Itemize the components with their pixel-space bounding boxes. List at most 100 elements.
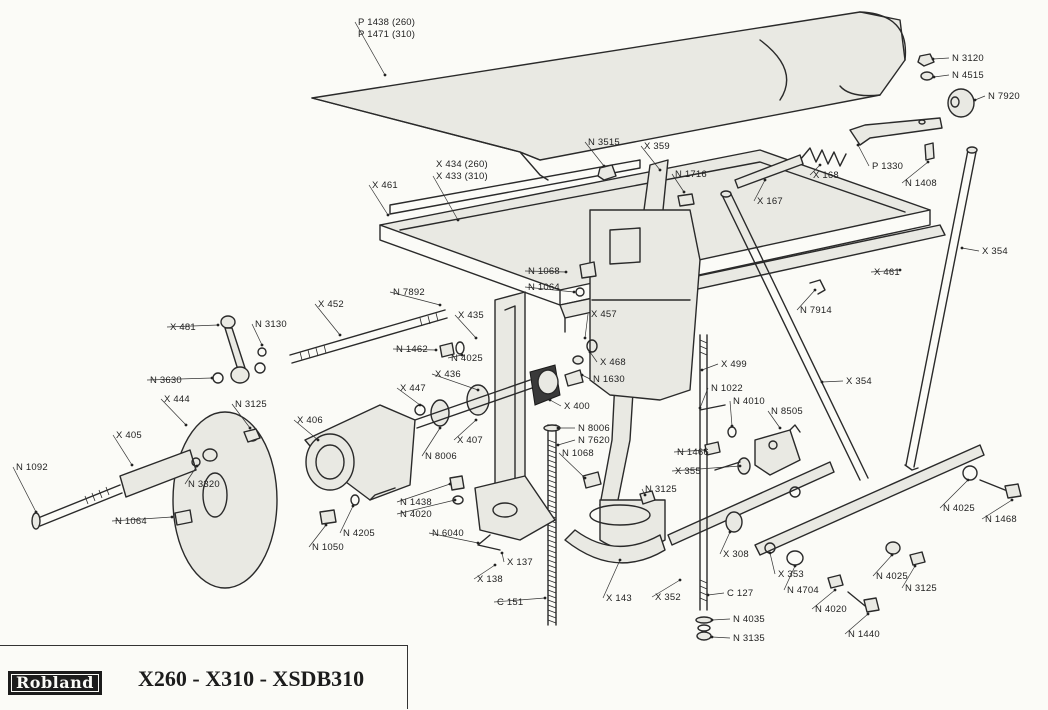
callout-leader-67 [901, 565, 916, 589]
callout-label-43: X 407 [457, 435, 483, 446]
handwheel [172, 411, 278, 589]
callout-leader-25 [584, 313, 589, 339]
callout-leader-75 [711, 636, 731, 639]
callout-label-12: X 434 (260) [436, 159, 488, 170]
callout-dot-36 [730, 424, 734, 428]
callout-label-36: N 4010 [733, 396, 765, 407]
callout-leader-28 [589, 351, 598, 363]
callout-dot-48 [583, 476, 587, 480]
callout-label-10: N 1408 [905, 178, 937, 189]
callout-label-42: X 406 [297, 415, 323, 426]
table-top-plate [311, 11, 907, 181]
callout-leader-15 [961, 247, 980, 252]
callout-leader-72 [493, 597, 546, 603]
callout-label-46: N 1466 [677, 447, 709, 458]
lead-screw [543, 424, 561, 626]
callout-leader-24 [454, 314, 477, 339]
callout-dot-69 [678, 578, 682, 582]
callout-leader-64 [872, 554, 893, 577]
callout-leader-74 [711, 618, 731, 621]
callout-dot-02 [931, 57, 935, 61]
callout-leader-62 [719, 531, 731, 555]
callout-dot-45 [556, 443, 560, 447]
callout-leader-59 [308, 524, 327, 548]
callout-label-71: N 4020 [815, 604, 847, 615]
callout-leader-63 [769, 552, 776, 575]
callout-label-67: N 3125 [905, 583, 937, 594]
callout-label-23: N 3130 [255, 319, 287, 330]
callout-leader-20 [314, 303, 341, 336]
callout-label-17: N 1064 [528, 282, 560, 293]
callout-dot-43 [474, 418, 478, 422]
callout-dot-34 [418, 403, 422, 407]
callout-label-66: N 4704 [787, 585, 819, 596]
callout-dot-74 [710, 618, 714, 622]
callout-label-51: N 3320 [188, 479, 220, 490]
callout-leader-68 [602, 559, 621, 599]
callout-leader-39 [549, 399, 562, 407]
callout-leader-05 [584, 141, 605, 167]
callout-leader-23 [251, 323, 263, 346]
callout-leader-27 [447, 354, 463, 359]
tension-block [754, 424, 801, 476]
callout-leader-37 [160, 398, 187, 426]
callout-leader-17 [524, 286, 575, 293]
callout-dot-58 [351, 504, 355, 508]
callout-leader-36 [729, 400, 733, 427]
callout-dot-19 [813, 288, 817, 292]
callout-dot-21 [438, 303, 442, 307]
callout-dot-49 [738, 464, 742, 468]
callout-label-18: X 461 [874, 267, 900, 278]
crank-handle [212, 315, 266, 384]
callout-leader-19 [796, 289, 816, 311]
callout-label-74: N 4035 [733, 614, 765, 625]
callout-dot-27 [460, 353, 464, 357]
callout-leader-54 [981, 499, 1013, 520]
callout-leader-03 [933, 74, 950, 78]
callout-leader-08 [857, 144, 870, 167]
vertical-stud [695, 334, 713, 641]
callout-dot-28 [588, 350, 592, 354]
callout-leader-09 [809, 164, 821, 176]
callout-label-31: X 436 [435, 369, 461, 380]
callout-label-07: N 1716 [675, 169, 707, 180]
callout-dot-11 [763, 178, 767, 182]
callout-leader-47 [421, 427, 441, 457]
callout-dot-47 [438, 426, 442, 430]
callout-dot-56 [453, 498, 457, 502]
callout-label-35: N 1022 [711, 383, 743, 394]
callout-leader-06 [640, 145, 661, 171]
callout-dot-55 [448, 482, 452, 486]
callout-leader-61 [501, 552, 505, 563]
callout-label-68: X 143 [606, 593, 632, 604]
callout-dot-26 [434, 348, 438, 352]
callout-leader-22 [166, 324, 219, 328]
callout-dot-68 [618, 558, 622, 562]
callout-dot-73 [866, 612, 870, 616]
callout-leader-30 [146, 377, 213, 381]
callout-label-33: X 354 [846, 376, 872, 387]
callout-leader-11 [753, 179, 766, 202]
callout-leader-14 [368, 184, 389, 216]
callout-leader-26 [392, 348, 437, 351]
callout-label-60: N 6040 [432, 528, 464, 539]
callout-label-00: P 1438 (260) [358, 17, 415, 28]
callout-dot-13 [456, 218, 460, 222]
callout-label-09: X 168 [813, 170, 839, 181]
callout-leader-43 [453, 419, 477, 441]
title-block: Robland X260 - X310 - XSDB310 [0, 645, 408, 709]
callout-label-48: N 1068 [562, 448, 594, 459]
callout-label-34: X 447 [400, 383, 426, 394]
callout-label-56: N 4020 [400, 509, 432, 520]
callout-label-06: X 359 [644, 141, 670, 152]
callout-label-27: N 4025 [451, 353, 483, 364]
callout-leader-02 [932, 57, 950, 60]
callout-dot-44 [556, 426, 560, 430]
callout-label-59: N 1050 [312, 542, 344, 553]
callout-label-29: X 499 [721, 359, 747, 370]
callout-label-47: N 8006 [425, 451, 457, 462]
callout-dot-24 [474, 336, 478, 340]
